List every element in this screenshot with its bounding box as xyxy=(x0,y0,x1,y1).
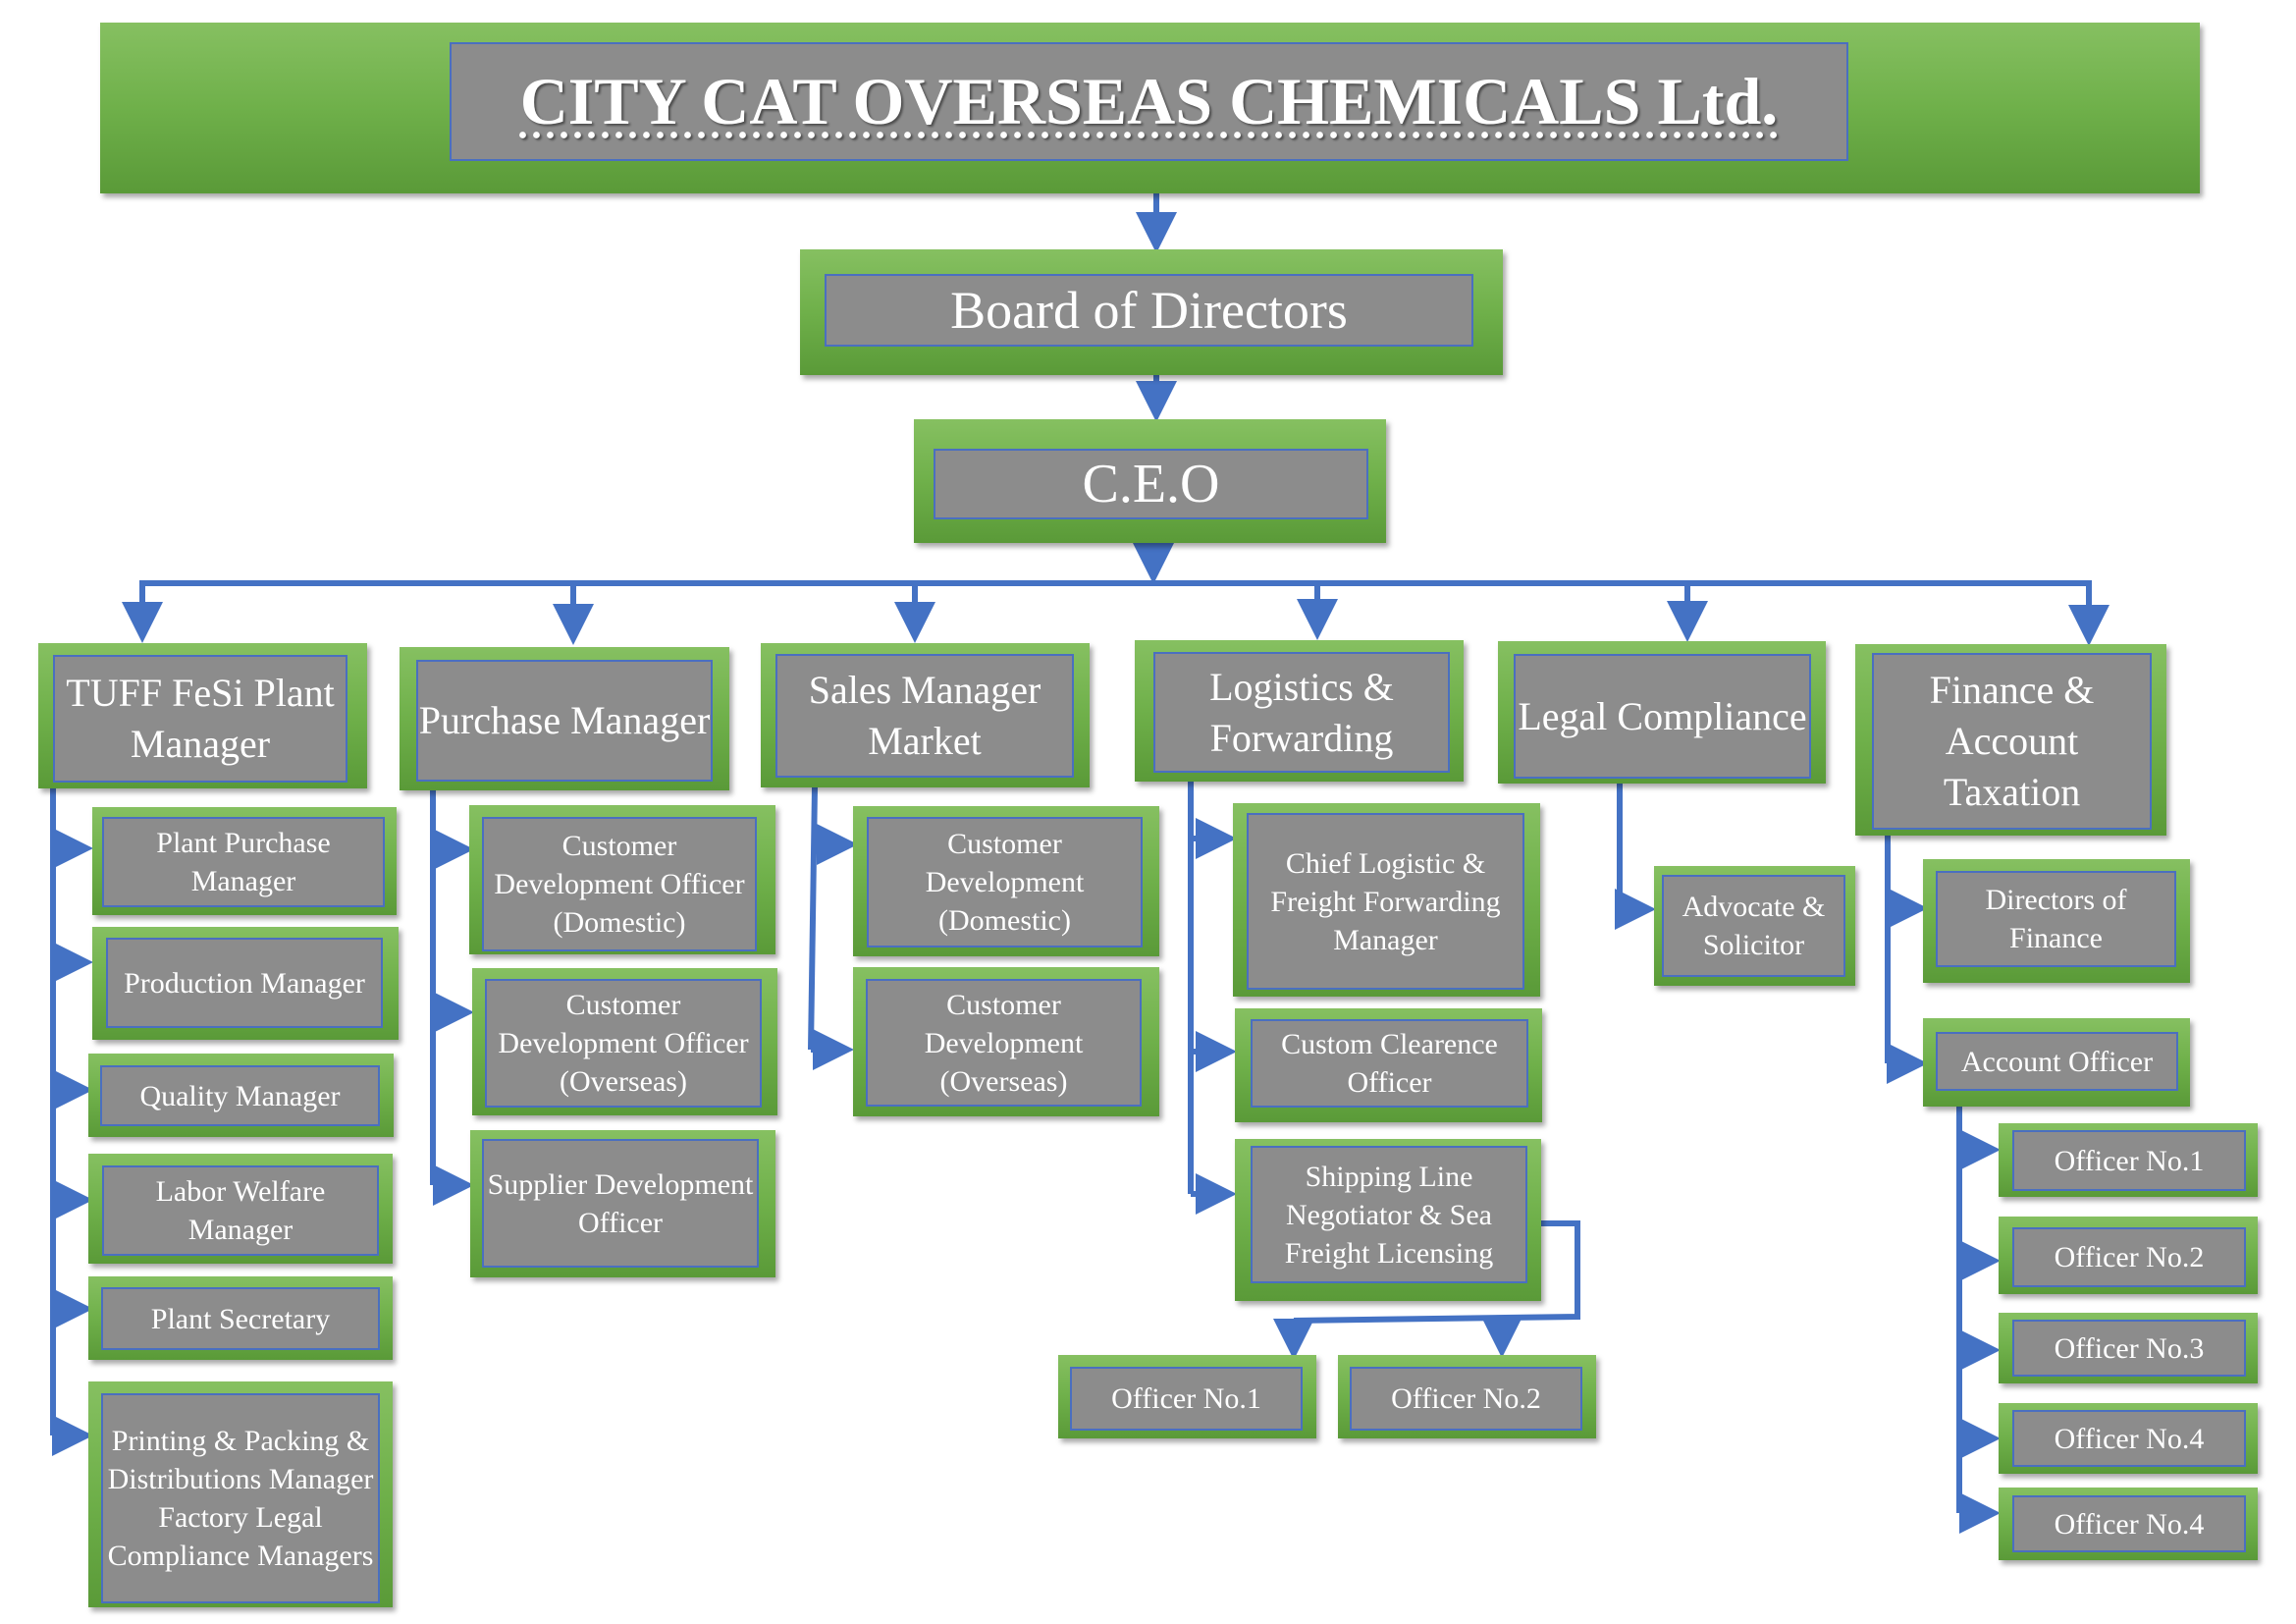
line-shipping-officers xyxy=(1293,1220,1580,1324)
production-manager-label: Production Manager xyxy=(124,966,365,1000)
dept-purchase-label: Purchase Manager xyxy=(418,698,711,742)
dept-plant-label: TUFF FeSi Plant Manager xyxy=(66,671,335,766)
dept-legal-label: Legal Compliance xyxy=(1518,693,1807,738)
account-officer-no1-label: Officer No.1 xyxy=(2054,1144,2205,1177)
logistics-officer-2-label: Officer No.2 xyxy=(1391,1382,1541,1415)
sales-cd-domestic-box: Customer Development (Domestic) xyxy=(853,806,1159,956)
dept-finance-box: Finance & Account Taxation xyxy=(1855,644,2166,836)
directors-of-finance-label: Directors of Finance xyxy=(1985,884,2127,954)
account-officer-no2-box: Officer No.2 xyxy=(1999,1217,2258,1294)
line-legal-advocate xyxy=(1615,784,1656,930)
ceo-box: C.E.O xyxy=(914,419,1386,543)
logistics-officer-1-label: Officer No.1 xyxy=(1111,1382,1261,1415)
logistics-officer-1-box: Officer No.1 xyxy=(1058,1355,1316,1438)
supplier-development-officer-box: Supplier Development Officer xyxy=(470,1130,775,1277)
sales-cd-overseas-label: Customer Development (Overseas) xyxy=(924,988,1084,1098)
account-officer-no4-box: Officer No.4 xyxy=(1999,1403,2258,1474)
sales-cd-overseas-box: Customer Development (Overseas) xyxy=(853,967,1159,1116)
dept-sales-label: Sales Manager Market xyxy=(808,668,1041,763)
dept-purchase-box: Purchase Manager xyxy=(400,647,729,790)
custom-clearence-officer-label: Custom Clearence Officer xyxy=(1281,1028,1498,1099)
shipping-line-negotiator-box: Shipping Line Negotiator & Sea Freight L… xyxy=(1235,1139,1541,1301)
purchase-cdo-domestic-box: Customer Development Officer (Domestic) xyxy=(469,805,775,954)
purchase-cdo-overseas-box: Customer Development Officer (Overseas) xyxy=(472,968,777,1115)
company-title: CITY CAT OVERSEAS CHEMICALS Ltd. xyxy=(519,64,1779,139)
account-officer-no4b-label: Officer No.4 xyxy=(2054,1507,2205,1541)
account-officer-label: Account Officer xyxy=(1960,1045,2154,1078)
printing-packing-manager-label: Printing & Packing & Distributions Manag… xyxy=(107,1425,374,1572)
chief-logistic-manager-label: Chief Logistic & Freight Forwarding Mana… xyxy=(1270,846,1501,956)
account-officer-no4-label: Officer No.4 xyxy=(2054,1422,2205,1455)
dept-legal-box: Legal Compliance xyxy=(1498,641,1826,784)
quality-manager-label: Quality Manager xyxy=(139,1079,341,1112)
board-of-directors-box: Board of Directors xyxy=(800,249,1503,375)
account-officer-no3-box: Officer No.3 xyxy=(1999,1313,2258,1383)
production-manager-box: Production Manager xyxy=(92,927,399,1040)
board-of-directors-label: Board of Directors xyxy=(950,280,1348,340)
dept-plant-box: TUFF FeSi Plant Manager xyxy=(38,643,367,788)
plant-purchase-manager-box: Plant Purchase Manager xyxy=(92,807,397,915)
plant-purchase-manager-label: Plant Purchase Manager xyxy=(156,827,331,897)
shipping-line-negotiator-label: Shipping Line Negotiator & Sea Freight L… xyxy=(1284,1160,1494,1270)
account-officer-no3-label: Officer No.3 xyxy=(2054,1331,2205,1365)
custom-clearence-officer-box: Custom Clearence Officer xyxy=(1235,1008,1542,1122)
chief-logistic-manager-box: Chief Logistic & Freight Forwarding Mana… xyxy=(1233,803,1540,997)
account-officer-box: Account Officer xyxy=(1923,1018,2190,1107)
quality-manager-box: Quality Manager xyxy=(88,1054,394,1137)
purchase-cdo-domestic-label: Customer Development Officer (Domestic) xyxy=(494,830,745,939)
account-officer-no1-box: Officer No.1 xyxy=(1999,1123,2258,1197)
dept-logistics-label: Logistics & Forwarding xyxy=(1209,664,1394,760)
purchase-cdo-overseas-label: Customer Development Officer (Overseas) xyxy=(498,989,749,1098)
line-sales-trunk xyxy=(808,786,818,1051)
printing-packing-manager-box: Printing & Packing & Distributions Manag… xyxy=(88,1381,393,1607)
directors-of-finance-box: Directors of Finance xyxy=(1923,859,2190,983)
logistics-officer-2-box: Officer No.2 xyxy=(1338,1355,1596,1438)
plant-secretary-label: Plant Secretary xyxy=(150,1302,331,1335)
advocate-solicitor-box: Advocate & Solicitor xyxy=(1654,866,1855,986)
labor-welfare-manager-label: Labor Welfare Manager xyxy=(155,1175,326,1246)
plant-secretary-box: Plant Secretary xyxy=(88,1276,393,1360)
sales-cd-domestic-label: Customer Development (Domestic) xyxy=(925,828,1085,937)
account-officer-no2-label: Officer No.2 xyxy=(2054,1241,2205,1273)
account-officer-no4b-box: Officer No.4 xyxy=(1999,1488,2258,1560)
company-title-box: CITY CAT OVERSEAS CHEMICALS Ltd. xyxy=(100,23,2200,193)
dept-finance-label: Finance & Account Taxation xyxy=(1929,668,2095,814)
labor-welfare-manager-box: Labor Welfare Manager xyxy=(88,1154,393,1264)
dept-sales-box: Sales Manager Market xyxy=(761,643,1090,787)
dept-logistics-box: Logistics & Forwarding xyxy=(1135,640,1464,782)
advocate-solicitor-label: Advocate & Solicitor xyxy=(1682,891,1826,961)
ceo-label: C.E.O xyxy=(1082,453,1220,514)
supplier-development-officer-label: Supplier Development Officer xyxy=(487,1167,754,1239)
